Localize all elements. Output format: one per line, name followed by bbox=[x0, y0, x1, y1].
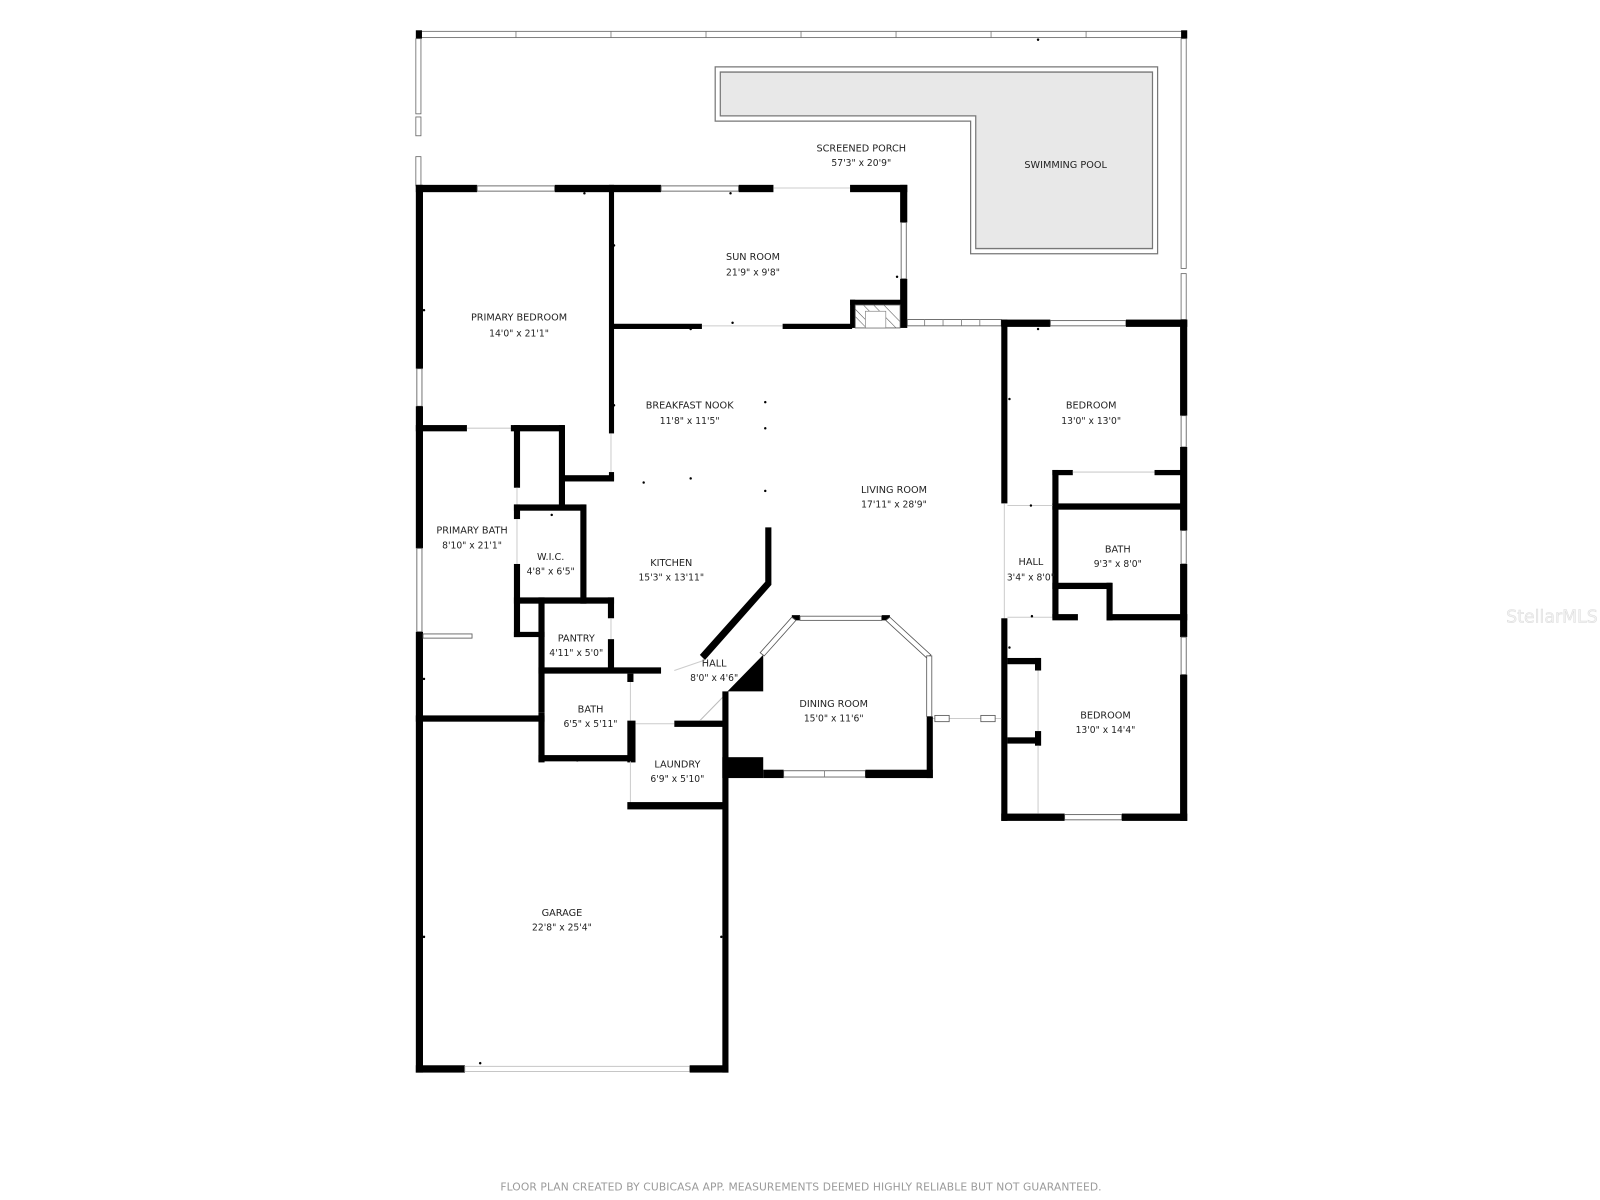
svg-text:13'0" x 13'0": 13'0" x 13'0" bbox=[1061, 416, 1121, 427]
svg-text:SCREENED PORCH: SCREENED PORCH bbox=[817, 143, 907, 154]
svg-text:9'3" x 8'0": 9'3" x 8'0" bbox=[1094, 559, 1142, 570]
room-label-hall-2: HALL 8'0" x 4'6" bbox=[690, 658, 738, 684]
svg-text:BATH: BATH bbox=[1105, 544, 1131, 555]
svg-text:21'9" x 9'8": 21'9" x 9'8" bbox=[726, 268, 780, 279]
svg-text:8'0" x 4'6": 8'0" x 4'6" bbox=[690, 673, 738, 684]
svg-text:HALL: HALL bbox=[1019, 557, 1044, 568]
room-label-living-room: LIVING ROOM 17'11" x 28'9" bbox=[861, 485, 927, 511]
svg-text:KITCHEN: KITCHEN bbox=[650, 558, 692, 569]
room-label-breakfast-nook: BREAKFAST NOOK 11'8" x 11'5" bbox=[646, 400, 734, 427]
swimming-pool-shape bbox=[714, 66, 1159, 255]
room-label-dining-room: DINING ROOM 15'0" x 11'6" bbox=[799, 699, 868, 725]
svg-text:17'11" x 28'9": 17'11" x 28'9" bbox=[861, 499, 927, 510]
room-label-hall-1: HALL 3'4" x 8'0" bbox=[1007, 557, 1055, 584]
room-label-wic: W.I.C. 4'8" x 6'5" bbox=[527, 552, 575, 578]
svg-text:14'0" x 21'1": 14'0" x 21'1" bbox=[489, 328, 549, 339]
room-label-screened-porch: SCREENED PORCH 57'3" x 20'9" bbox=[817, 143, 907, 169]
svg-text:W.I.C.: W.I.C. bbox=[537, 552, 564, 563]
svg-text:DINING ROOM: DINING ROOM bbox=[799, 699, 868, 710]
svg-text:6'5" x 5'11": 6'5" x 5'11" bbox=[564, 719, 618, 730]
room-label-primary-bedroom: PRIMARY BEDROOM 14'0" x 21'1" bbox=[471, 313, 567, 340]
room-label-primary-bath: PRIMARY BATH 8'10" x 21'1" bbox=[436, 526, 507, 552]
svg-text:BATH: BATH bbox=[578, 704, 604, 715]
door-markers bbox=[422, 38, 1146, 1065]
svg-text:8'10" x 21'1": 8'10" x 21'1" bbox=[442, 540, 502, 551]
svg-text:6'9" x 5'10": 6'9" x 5'10" bbox=[650, 774, 704, 785]
svg-text:PANTRY: PANTRY bbox=[558, 633, 595, 644]
room-label-garage: GARAGE 22'8" x 25'4" bbox=[532, 908, 592, 934]
svg-text:LIVING ROOM: LIVING ROOM bbox=[861, 485, 927, 496]
svg-text:BEDROOM: BEDROOM bbox=[1080, 710, 1131, 721]
svg-text:LAUNDRY: LAUNDRY bbox=[654, 760, 700, 771]
svg-text:4'11" x 5'0": 4'11" x 5'0" bbox=[549, 648, 603, 659]
svg-text:3'4" x 8'0": 3'4" x 8'0" bbox=[1007, 573, 1055, 584]
room-label-bedroom-1: BEDROOM 13'0" x 13'0" bbox=[1061, 400, 1121, 427]
svg-text:BEDROOM: BEDROOM bbox=[1066, 400, 1117, 411]
room-label-kitchen: KITCHEN 15'3" x 13'11" bbox=[638, 558, 704, 584]
svg-text:57'3" x 20'9": 57'3" x 20'9" bbox=[831, 158, 891, 169]
room-labels: SCREENED PORCH 57'3" x 20'9" SWIMMING PO… bbox=[436, 143, 1141, 933]
room-label-swimming-pool: SWIMMING POOL bbox=[1024, 160, 1107, 171]
svg-text:13'0" x 14'4": 13'0" x 14'4" bbox=[1076, 725, 1136, 736]
svg-text:11'8" x 11'5": 11'8" x 11'5" bbox=[660, 416, 720, 427]
room-label-pantry: PANTRY 4'11" x 5'0" bbox=[549, 633, 603, 659]
walls bbox=[415, 184, 1188, 1073]
svg-text:22'8" x 25'4": 22'8" x 25'4" bbox=[532, 922, 592, 933]
room-label-bath-2: BATH 6'5" x 5'11" bbox=[564, 704, 618, 730]
room-label-bath-1: BATH 9'3" x 8'0" bbox=[1094, 544, 1142, 570]
room-label-sun-room: SUN ROOM 21'9" x 9'8" bbox=[726, 252, 780, 279]
svg-text:SWIMMING POOL: SWIMMING POOL bbox=[1024, 160, 1107, 171]
stellarmls-watermark: StellarMLS bbox=[1506, 607, 1598, 627]
svg-text:SUN ROOM: SUN ROOM bbox=[726, 252, 780, 263]
svg-text:15'0" x 11'6": 15'0" x 11'6" bbox=[804, 714, 864, 725]
svg-text:PRIMARY BEDROOM: PRIMARY BEDROOM bbox=[471, 313, 567, 324]
svg-text:PRIMARY BATH: PRIMARY BATH bbox=[436, 526, 507, 537]
footer-disclaimer: FLOOR PLAN CREATED BY CUBICASA APP. MEAS… bbox=[500, 1180, 1101, 1193]
svg-text:HALL: HALL bbox=[702, 658, 727, 669]
room-label-bedroom-2: BEDROOM 13'0" x 14'4" bbox=[1076, 710, 1136, 736]
screened-porch-enclosure bbox=[415, 30, 1188, 320]
svg-text:GARAGE: GARAGE bbox=[542, 908, 583, 919]
svg-text:15'3" x 13'11": 15'3" x 13'11" bbox=[638, 573, 704, 584]
room-label-laundry: LAUNDRY 6'9" x 5'10" bbox=[650, 760, 704, 786]
svg-text:4'8" x 6'5": 4'8" x 6'5" bbox=[527, 566, 575, 577]
svg-text:BREAKFAST NOOK: BREAKFAST NOOK bbox=[646, 400, 734, 411]
